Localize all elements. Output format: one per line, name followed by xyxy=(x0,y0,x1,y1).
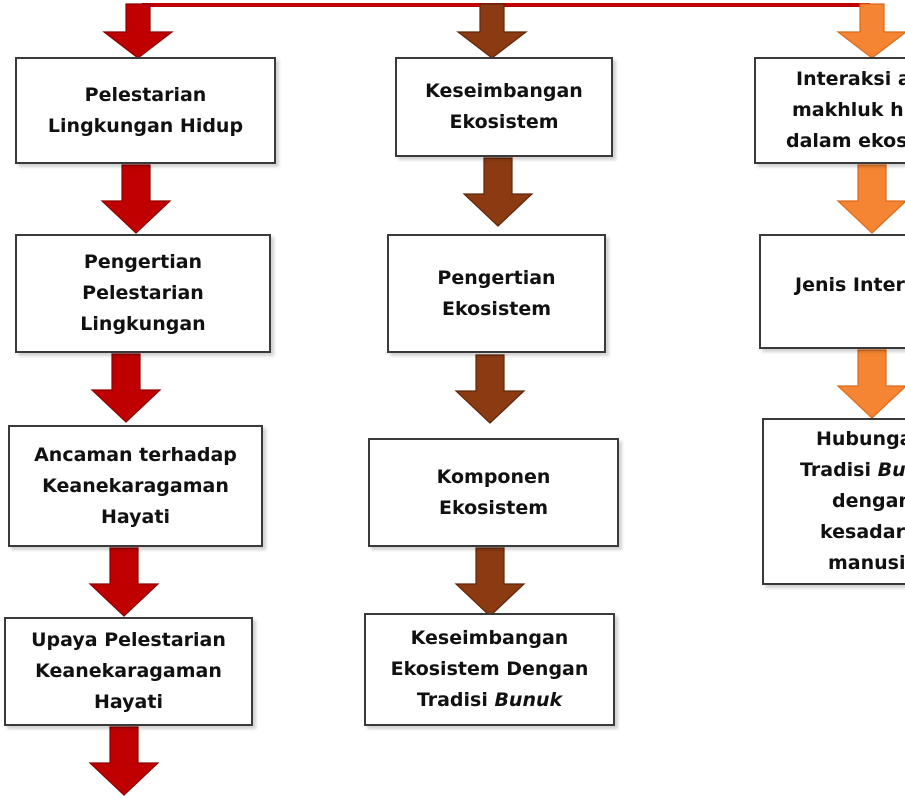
box-line-italic: Bu xyxy=(877,459,905,481)
arrow-col3-1 xyxy=(836,164,905,234)
arrow-col2-top xyxy=(456,3,528,59)
box-line-prefix: Tradisi xyxy=(800,459,878,481)
box-line: Lingkungan Hidup xyxy=(47,114,244,137)
arrow-col1-1 xyxy=(100,164,172,234)
box-line: Lingkungan xyxy=(80,313,206,335)
box-line: Keanekaragaman xyxy=(35,660,222,682)
box-komponen-ekosistem: Komponen Ekosistem xyxy=(368,438,619,547)
arrow-col1-2 xyxy=(90,353,162,423)
box-line: Ekosistem xyxy=(438,496,549,519)
arrow-col2-3 xyxy=(454,547,526,617)
box-line: makhluk h xyxy=(792,99,904,121)
arrow-col2-2 xyxy=(454,354,526,424)
box-line: dengan xyxy=(832,490,905,512)
arrow-col2-1 xyxy=(462,157,534,227)
box-line: Keanekaragaman xyxy=(42,474,229,497)
top-connector-line xyxy=(142,3,870,7)
box-ancaman-keanekaragaman-hayati: Ancaman terhadap Keanekaragaman Hayati xyxy=(8,425,263,547)
box-pelestarian-lingkungan-hidup: Pelestarian Lingkungan Hidup xyxy=(15,57,276,164)
box-line: Keseimbangan xyxy=(410,627,569,649)
box-line: Ekosistem xyxy=(449,111,559,133)
box-line: Pengertian xyxy=(437,266,556,289)
arrow-col1-top xyxy=(102,3,174,59)
box-line: kesadara xyxy=(820,521,905,543)
box-line: manusi xyxy=(828,552,905,574)
box-line: Ekosistem xyxy=(441,297,552,320)
box-line: Pelestarian xyxy=(82,282,204,304)
box-interaksi-makhluk-hidup: Interaksi a makhluk h dalam ekos xyxy=(754,57,905,164)
box-upaya-pelestarian: Upaya Pelestarian Keanekaragaman Hayati xyxy=(4,617,253,726)
box-keseimbangan-ekosistem: Keseimbangan Ekosistem xyxy=(395,57,613,157)
box-hubungan-tradisi: Hubunga Tradisi Bu dengan kesadara manus… xyxy=(762,418,905,585)
box-pengertian-ekosistem: Pengertian Ekosistem xyxy=(387,234,606,353)
box-line: Pelestarian xyxy=(84,83,207,106)
box-line: Jenis Intera xyxy=(795,274,905,296)
arrow-col3-top xyxy=(836,3,905,59)
box-line-prefix: Tradisi xyxy=(416,689,495,711)
box-keseimbangan-tradisi-bunuk: Keseimbangan Ekosistem Dengan Tradisi Bu… xyxy=(364,613,615,726)
box-line: Tradisi Bunuk xyxy=(417,685,562,716)
box-line: Pengertian xyxy=(83,251,203,273)
box-line: Upaya Pelestarian xyxy=(31,629,226,651)
box-line: Interaksi a xyxy=(796,68,905,90)
arrow-col3-2 xyxy=(836,349,905,419)
box-line-italic: Bunuk xyxy=(494,689,563,711)
box-line: Keseimbangan xyxy=(425,80,583,102)
arrow-col1-4 xyxy=(88,726,160,796)
box-line: Hayati xyxy=(94,691,163,713)
box-line: Hubunga xyxy=(816,428,905,450)
box-line: Komponen xyxy=(436,465,551,488)
box-pengertian-pelestarian-lingkungan: Pengertian Pelestarian Lingkungan xyxy=(15,234,271,353)
box-jenis-interaksi: Jenis Intera xyxy=(759,234,905,349)
box-line: Tradisi Bu xyxy=(800,455,905,486)
box-line: Hayati xyxy=(101,505,170,528)
arrow-col1-3 xyxy=(88,547,160,617)
box-line: Ekosistem Dengan xyxy=(390,658,589,680)
box-line: Ancaman terhadap xyxy=(34,443,237,466)
box-line: dalam ekos xyxy=(786,130,905,152)
